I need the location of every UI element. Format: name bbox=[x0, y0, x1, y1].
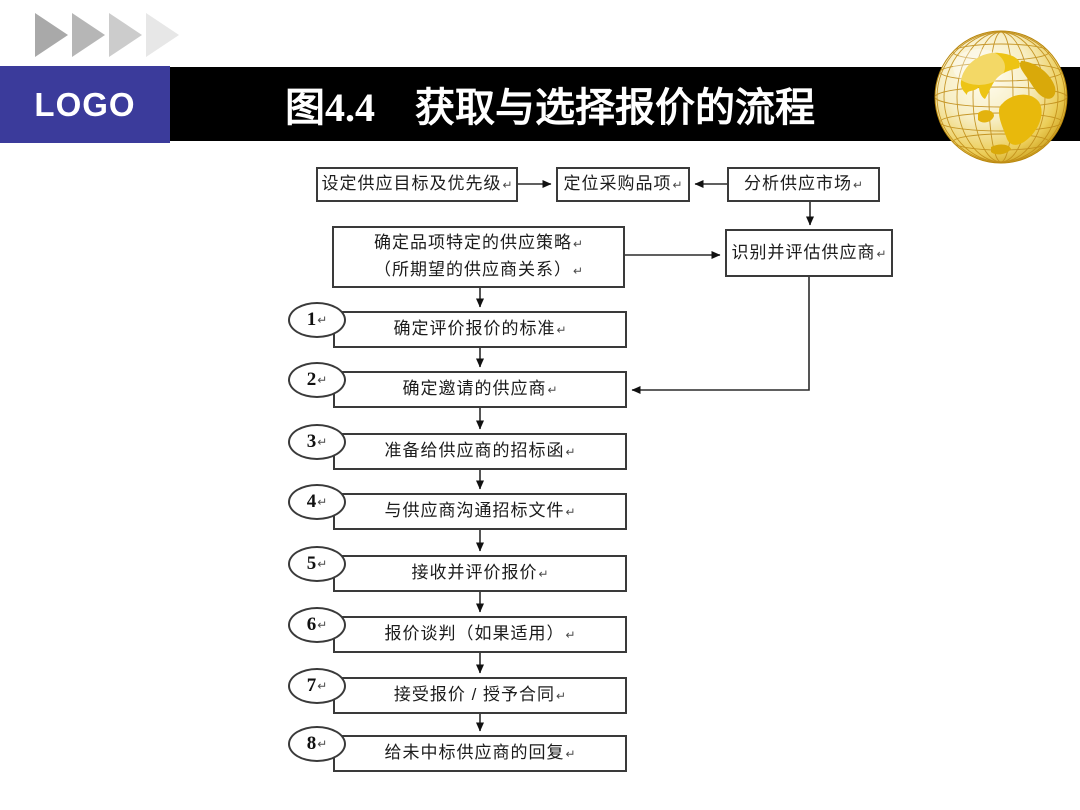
flow-box-label: 确定品项特定的供应策略 bbox=[373, 233, 572, 252]
flow-box-text: 设定供应目标及优先级↵ bbox=[321, 171, 512, 198]
flow-box-label: 报价谈判（如果适用） bbox=[384, 624, 565, 643]
return-mark-icon: ↵ bbox=[876, 246, 887, 261]
logo-box: LOGO bbox=[0, 66, 170, 143]
chevron-icon bbox=[146, 13, 179, 57]
return-mark-icon: ↵ bbox=[502, 178, 513, 192]
flow-box-label: 接收并评价报价 bbox=[411, 563, 538, 582]
step-number: 4 bbox=[306, 491, 317, 512]
flow-step-box-5: 接收并评价报价↵ bbox=[333, 555, 627, 592]
flow-box-text: 确定评价报价的标准↵ bbox=[393, 316, 566, 343]
flow-step-box-2: 确定邀请的供应商↵ bbox=[333, 371, 627, 408]
chevron-icon bbox=[72, 13, 105, 57]
return-mark-icon: ↵ bbox=[565, 505, 576, 519]
globe-icon bbox=[934, 30, 1068, 164]
return-mark-icon: ↵ bbox=[572, 237, 584, 251]
flow-step-box-8: 给未中标供应商的回复↵ bbox=[333, 735, 627, 772]
return-mark-icon: ↵ bbox=[556, 689, 567, 703]
flow-box-label: 确定评价报价的标准 bbox=[393, 319, 556, 338]
flow-node-position-items: 定位采购品项↵ bbox=[556, 167, 690, 202]
step-number-ellipse-1: 1↵ bbox=[288, 302, 346, 338]
flow-box-text: （所期望的供应商关系）↵ bbox=[374, 257, 583, 284]
flow-box-label: 识别并评估供应商 bbox=[731, 242, 876, 262]
flow-box-text: 确定品项特定的供应策略↵ bbox=[374, 230, 583, 257]
flow-step-box-4: 与供应商沟通招标文件↵ bbox=[333, 493, 627, 530]
step-number: 5 bbox=[306, 553, 317, 574]
return-mark-icon: ↵ bbox=[317, 557, 328, 571]
flow-node-analyze-market: 分析供应市场↵ bbox=[727, 167, 880, 202]
flow-box-label: 接受报价 / 授予合同 bbox=[393, 685, 556, 704]
flow-box-label: 与供应商沟通招标文件 bbox=[384, 501, 565, 520]
return-mark-icon: ↵ bbox=[538, 567, 549, 581]
step-number: 6 bbox=[306, 614, 317, 635]
flow-node-set-supply-goals: 设定供应目标及优先级↵ bbox=[316, 167, 518, 202]
return-mark-icon: ↵ bbox=[565, 628, 576, 642]
step-number-ellipse-2: 2↵ bbox=[288, 362, 346, 398]
step-number-ellipse-6: 6↵ bbox=[288, 607, 346, 643]
return-mark-icon: ↵ bbox=[547, 383, 558, 397]
step-number: 3 bbox=[306, 431, 317, 452]
step-number: 7 bbox=[306, 675, 317, 696]
flow-box-label: 确定邀请的供应商 bbox=[402, 379, 547, 398]
flow-node-identify-suppliers: 识别并评估供应商↵ bbox=[725, 229, 893, 277]
step-number-ellipse-4: 4↵ bbox=[288, 484, 346, 520]
flow-box-text: 接受报价 / 授予合同↵ bbox=[394, 682, 566, 709]
page-title: 图4.4 获取与选择报价的流程 bbox=[285, 85, 815, 130]
flow-box-text: 报价谈判（如果适用）↵ bbox=[384, 621, 575, 648]
flow-box-text: 与供应商沟通招标文件↵ bbox=[384, 498, 575, 525]
return-mark-icon: ↵ bbox=[556, 323, 567, 337]
flow-step-box-7: 接受报价 / 授予合同↵ bbox=[333, 677, 627, 714]
step-number-ellipse-5: 5↵ bbox=[288, 546, 346, 582]
step-number-ellipse-8: 8↵ bbox=[288, 726, 346, 762]
return-mark-icon: ↵ bbox=[317, 313, 328, 327]
return-mark-icon: ↵ bbox=[317, 618, 328, 632]
return-mark-icon: ↵ bbox=[317, 679, 328, 693]
flow-arrow-identify-to-step2-elbow bbox=[631, 277, 810, 394]
flow-box-text: 识别并评估供应商↵ bbox=[731, 240, 886, 267]
return-mark-icon: ↵ bbox=[852, 178, 864, 192]
step-number-ellipse-3: 3↵ bbox=[288, 424, 346, 460]
chevron-icon bbox=[109, 13, 142, 57]
return-mark-icon: ↵ bbox=[317, 495, 328, 509]
flow-step-box-1: 确定评价报价的标准↵ bbox=[333, 311, 627, 348]
flow-box-label: 定位采购品项 bbox=[563, 174, 672, 193]
return-mark-icon: ↵ bbox=[672, 178, 683, 192]
title-bar bbox=[0, 67, 1080, 141]
return-mark-icon: ↵ bbox=[572, 264, 584, 278]
return-mark-icon: ↵ bbox=[317, 737, 328, 751]
flow-box-label: 给未中标供应商的回复 bbox=[384, 743, 565, 762]
flow-step-box-6: 报价谈判（如果适用）↵ bbox=[333, 616, 627, 653]
flow-box-text: 准备给供应商的招标函↵ bbox=[384, 438, 575, 465]
flow-box-label: 分析供应市场 bbox=[743, 174, 852, 193]
step-number: 1 bbox=[306, 309, 317, 330]
return-mark-icon: ↵ bbox=[565, 747, 576, 761]
step-number-ellipse-7: 7↵ bbox=[288, 668, 346, 704]
flow-box-text: 确定邀请的供应商↵ bbox=[402, 376, 557, 403]
logo-text: LOGO bbox=[34, 85, 136, 123]
step-number: 2 bbox=[306, 369, 317, 390]
return-mark-icon: ↵ bbox=[565, 445, 576, 459]
flow-node-determine-strategy: 确定品项特定的供应策略↵（所期望的供应商关系）↵ bbox=[332, 226, 625, 288]
flow-box-text: 给未中标供应商的回复↵ bbox=[384, 740, 575, 767]
step-number: 8 bbox=[306, 733, 317, 754]
flow-box-label: 设定供应目标及优先级 bbox=[321, 174, 502, 193]
flow-box-text: 定位采购品项↵ bbox=[563, 171, 682, 198]
flow-box-label: 准备给供应商的招标函 bbox=[384, 441, 565, 460]
flow-step-box-3: 准备给供应商的招标函↵ bbox=[333, 433, 627, 470]
return-mark-icon: ↵ bbox=[317, 435, 328, 449]
chevron-icon bbox=[35, 13, 68, 57]
flow-box-label: （所期望的供应商关系） bbox=[373, 260, 572, 279]
flow-box-text: 分析供应市场↵ bbox=[744, 171, 863, 198]
flow-box-text: 接收并评价报价↵ bbox=[411, 560, 548, 587]
return-mark-icon: ↵ bbox=[317, 373, 328, 387]
